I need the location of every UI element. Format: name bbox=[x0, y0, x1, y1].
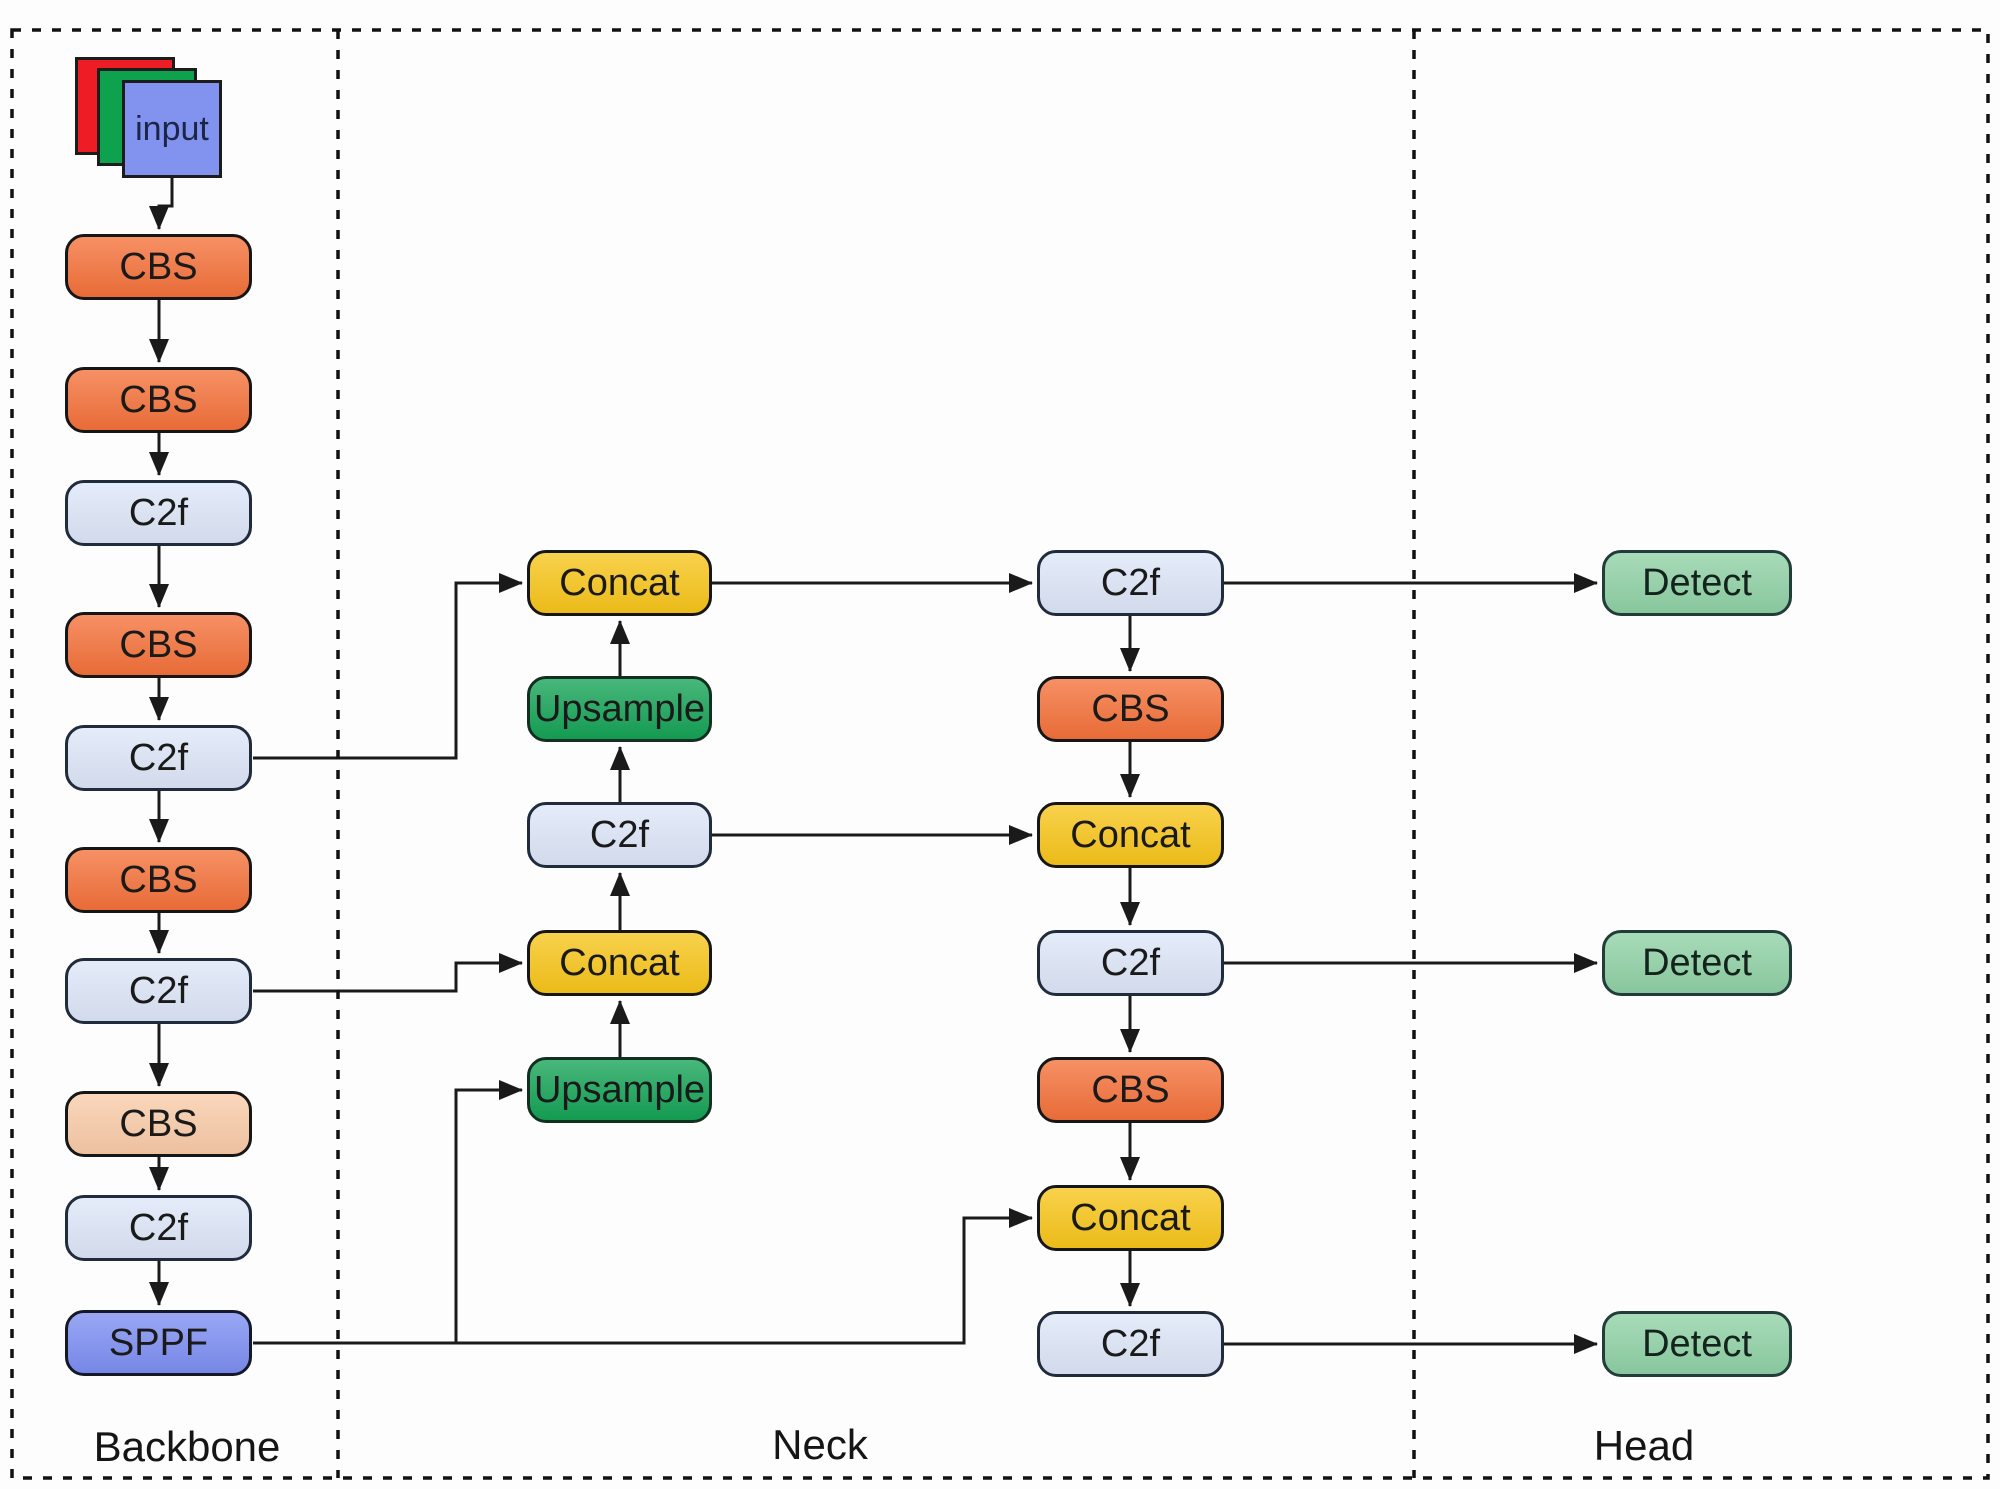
backbone-cbs-2: CBS bbox=[65, 367, 252, 433]
backbone-c2f-1: C2f bbox=[65, 480, 252, 546]
neck-c2f-4: C2f bbox=[1037, 1311, 1224, 1377]
neck-cbs-1: CBS bbox=[1037, 676, 1224, 742]
backbone-cbs-1: CBS bbox=[65, 234, 252, 300]
neck-cbs-2: CBS bbox=[1037, 1057, 1224, 1123]
neck-upsample-2: Upsample bbox=[527, 1057, 712, 1123]
neck-concat-3: Concat bbox=[1037, 802, 1224, 868]
neck-c2f-3: C2f bbox=[1037, 930, 1224, 996]
neck-upsample-1: Upsample bbox=[527, 676, 712, 742]
arrow-sppf-to-concat4 bbox=[253, 1208, 1033, 1345]
arrow-c2f3-to-concat2 bbox=[253, 953, 523, 993]
neck-section-label: Neck bbox=[772, 1421, 868, 1468]
backbone-cbs-4: CBS bbox=[65, 847, 252, 913]
backbone-c2f-3: C2f bbox=[65, 958, 252, 1024]
head-detect-2: Detect bbox=[1602, 930, 1792, 996]
neck-c2f-1: C2f bbox=[527, 802, 712, 868]
backbone-c2f-2: C2f bbox=[65, 725, 252, 791]
head-detect-1: Detect bbox=[1602, 550, 1792, 616]
input-image: input bbox=[122, 80, 222, 178]
arrow-c2f2-to-concat1 bbox=[253, 573, 523, 760]
backbone-cbs-5: CBS bbox=[65, 1091, 252, 1157]
head-section-label: Head bbox=[1593, 1422, 1695, 1469]
backbone-sppf: SPPF bbox=[65, 1310, 252, 1376]
outer-dashed-border bbox=[10, 28, 1990, 1480]
neck-concat-4: Concat bbox=[1037, 1185, 1224, 1251]
neck-c2f-2: C2f bbox=[1037, 550, 1224, 616]
neck-concat-2: Concat bbox=[527, 930, 712, 996]
arrow-sppf-to-upsample2 bbox=[454, 1080, 523, 1343]
backbone-cbs-3: CBS bbox=[65, 612, 252, 678]
backbone-c2f-4: C2f bbox=[65, 1195, 252, 1261]
backbone-section-label: Backbone bbox=[93, 1423, 281, 1470]
head-detect-3: Detect bbox=[1602, 1311, 1792, 1377]
neck-concat-1: Concat bbox=[527, 550, 712, 616]
input-label: input bbox=[135, 109, 209, 148]
arrow-input-to-cbs1 bbox=[149, 178, 174, 230]
